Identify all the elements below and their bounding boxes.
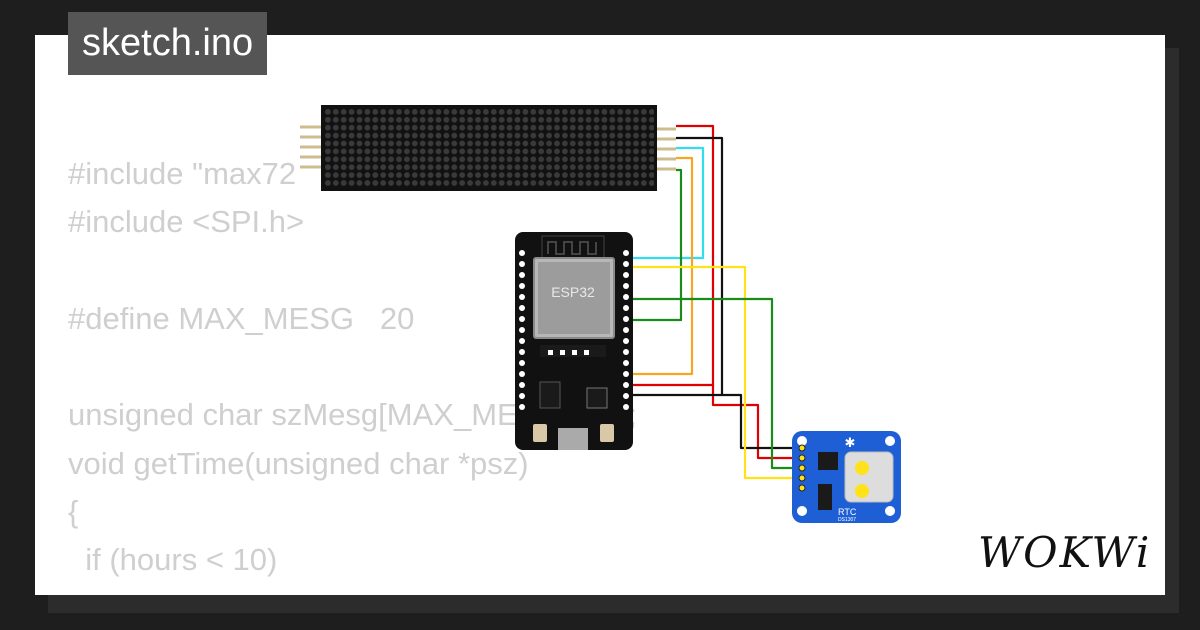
esp32-module-shield [538, 262, 610, 334]
esp32-rf-pads [548, 350, 589, 355]
battery-contact [855, 461, 869, 475]
code-line: void getTime(unsigned char *psz) [68, 445, 529, 481]
rtc-module[interactable]: ✱ RTC DS1307 [792, 431, 901, 523]
boot-button[interactable] [533, 424, 547, 442]
code-line: sprintf(char*psz, "%s:%02d:%02d", h, m, … [68, 585, 731, 595]
rtc-mount-hole [885, 436, 895, 446]
rtc-mount-hole [797, 436, 807, 446]
usb-port [558, 428, 588, 450]
rtc-crystal [818, 484, 832, 510]
esp32-label: ESP32 [551, 284, 595, 300]
wire-red-vcc [625, 124, 715, 387]
esp32-board[interactable]: ESP32 [515, 232, 633, 450]
esp32-left-pins [519, 250, 525, 410]
card-shadow-bottom [48, 595, 1165, 613]
wire-green-matrix [625, 168, 683, 322]
code-line: #define MAX_MESG 20 [68, 300, 415, 336]
code-line: if (hours < 10) [68, 542, 278, 578]
matrix-dots [324, 108, 654, 188]
rtc-mount-hole [797, 506, 807, 516]
antenna-trace [547, 241, 597, 255]
wokwi-logo: WOKWi [978, 528, 1152, 577]
card-shadow-right [1165, 48, 1179, 613]
wire-yellow-sda [625, 265, 802, 480]
esp32-right-pins [623, 250, 629, 410]
wire-cyan [625, 146, 705, 260]
matrix-right-pins [656, 127, 676, 171]
reset-button[interactable] [600, 424, 614, 442]
wire-green-scl [625, 297, 802, 470]
rtc-mount-hole [885, 506, 895, 516]
code-line: #include <SPI.h> [68, 204, 305, 240]
wire-black-rtc [722, 393, 802, 450]
voltage-regulator [539, 381, 561, 409]
code-background: #include "max72#include <SPI.h>​#define … [68, 150, 731, 595]
code-line: #include "max72 [68, 156, 297, 191]
rtc-label: RTC [838, 507, 857, 517]
rtc-chip-label: DS1307 [838, 517, 856, 523]
matrix-left-pins [300, 125, 322, 169]
rtc-pins [798, 444, 806, 492]
star-icon: ✱ [845, 435, 856, 450]
usb-chip [586, 387, 608, 409]
rtc-chip [818, 452, 838, 470]
wires [625, 124, 802, 480]
led-matrix[interactable] [300, 105, 676, 191]
battery-contact [855, 484, 869, 498]
rtc-battery-holder [844, 451, 894, 503]
code-line: { [68, 494, 79, 530]
sketch-title-tab[interactable]: sketch.ino [68, 12, 268, 75]
